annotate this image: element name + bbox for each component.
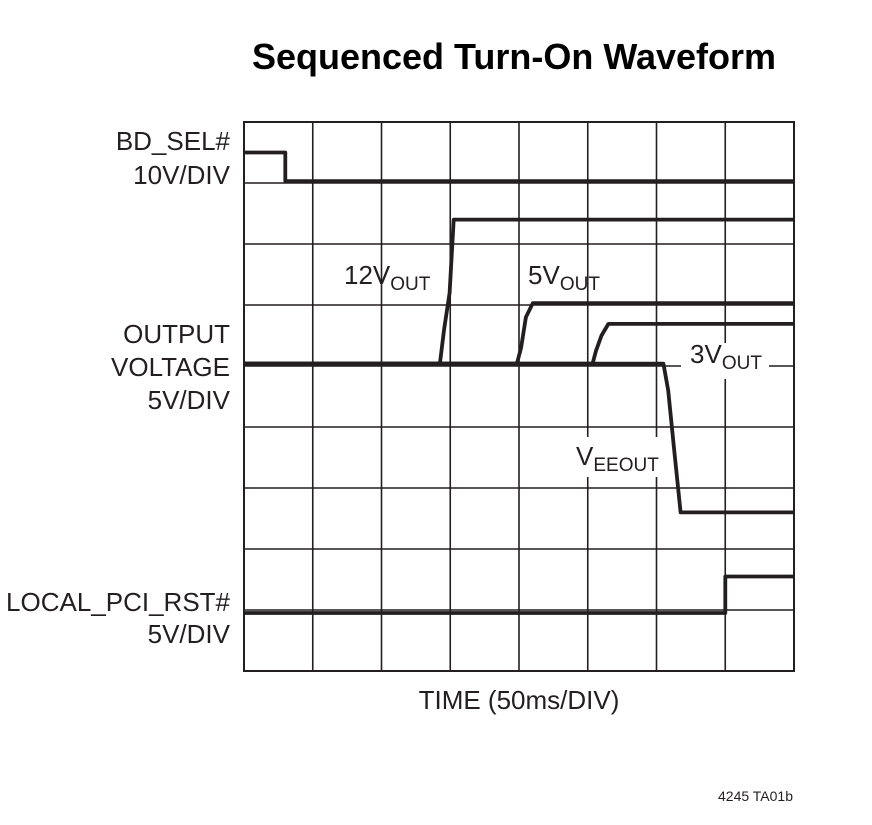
local-pci-rst-scale: 5V/DIV [148, 619, 231, 649]
annotation-veeout-sub: EEOUT [593, 455, 659, 476]
bd-sel-label: BD_SEL# [116, 126, 231, 156]
annotation-3vout: 3VOUT [690, 339, 762, 374]
output-label-line2: VOLTAGE [111, 352, 230, 382]
grid [244, 122, 794, 671]
trace-4 [244, 361, 794, 515]
annotation-mask-3v [681, 343, 769, 379]
annotation-veeout-base: V [576, 441, 594, 471]
annotation-3vout-base: 3V [690, 339, 722, 369]
bd-sel-scale: 10V/DIV [133, 160, 230, 190]
annotation-5vout: 5VOUT [528, 260, 600, 295]
figure-id: 4245 TA01b [718, 788, 793, 804]
annotation-5vout-sub: OUT [560, 274, 601, 295]
annotation-mask-veeout [574, 437, 660, 477]
chart-title: Sequenced Turn-On Waveform [252, 36, 776, 77]
x-axis-label: TIME (50ms/DIV) [419, 685, 620, 715]
annotation-5vout-base: 5V [528, 260, 560, 290]
trace-5 [244, 574, 794, 615]
output-label-line1: OUTPUT [123, 319, 230, 349]
plot-frame [243, 121, 795, 672]
trace-0 [244, 150, 794, 184]
local-pci-rst-label: LOCAL_PCI_RST# [6, 587, 231, 617]
annotation-12vout-sub: OUT [390, 274, 431, 295]
annotation-12vout: 12VOUT [344, 260, 431, 295]
annotation-3vout-sub: OUT [722, 353, 763, 374]
output-scale: 5V/DIV [148, 385, 231, 415]
annotation-veeout: VEEOUT [576, 441, 659, 476]
channel-labels: BD_SEL# 10V/DIV OUTPUT VOLTAGE 5V/DIV LO… [6, 126, 231, 649]
traces [244, 150, 794, 615]
annotations: 12VOUT 5VOUT 3VOUT VEEOUT [344, 260, 769, 477]
annotation-12vout-base: 12V [344, 260, 391, 290]
